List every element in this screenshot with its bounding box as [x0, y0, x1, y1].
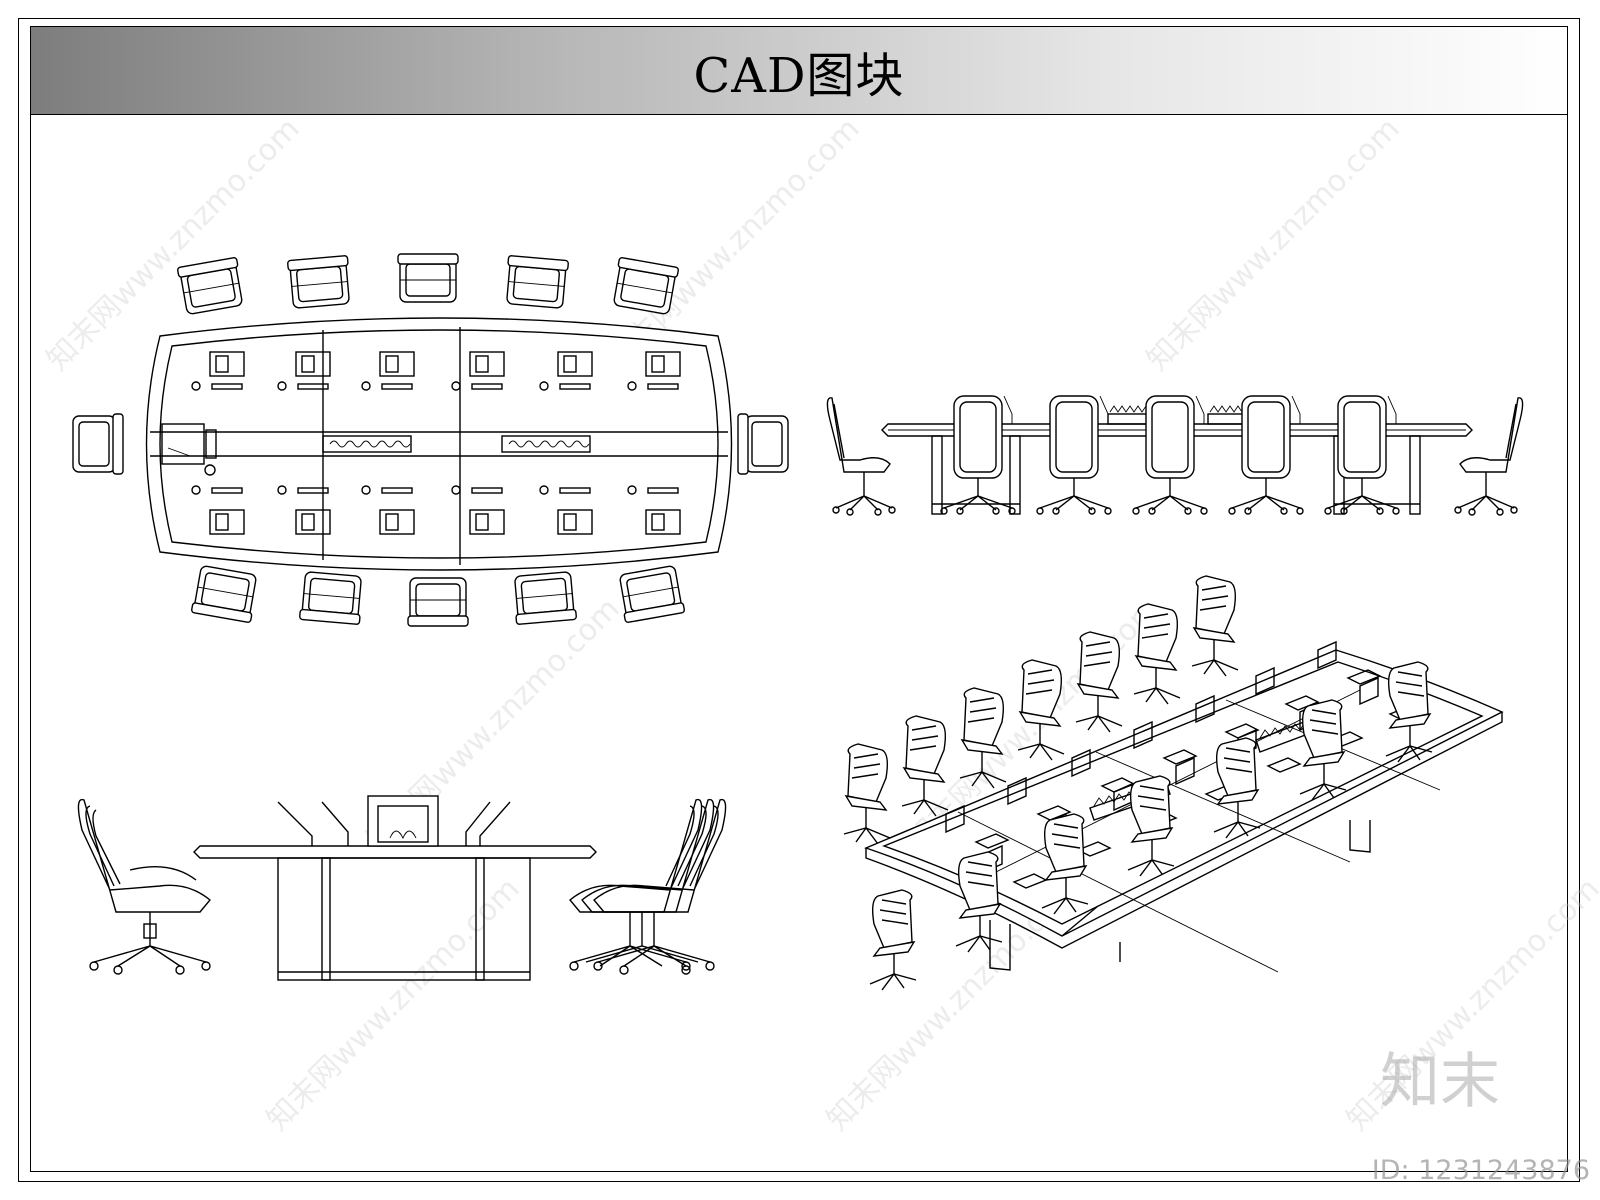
monitor-icon: [451, 485, 505, 535]
office-chair-icon: [299, 571, 362, 625]
office-chair-icon: [77, 798, 211, 975]
monitor-icon: [945, 804, 1010, 849]
monitor-icon: [1317, 640, 1382, 685]
office-chair-icon: [514, 571, 577, 625]
office-chair-icon: [1041, 813, 1089, 915]
monitor-icon: [1007, 776, 1072, 821]
office-chair-icon: [1017, 659, 1065, 761]
office-chair-icon: [1385, 661, 1433, 763]
watermark-id: ID: 1231243876: [1371, 1155, 1590, 1186]
plan-chairs-top: [177, 253, 679, 315]
office-chair-icon: [1213, 737, 1261, 839]
office-chair-icon: [581, 798, 715, 963]
monitor-icon: [539, 485, 593, 535]
office-chair-icon: [506, 255, 569, 309]
office-chair-icon: [1036, 395, 1112, 515]
page-title: CAD图块: [693, 47, 905, 104]
monitor-icon: [451, 351, 505, 391]
office-chair-icon: [287, 255, 350, 309]
monitor-icon: [627, 485, 681, 535]
office-chair-icon: [1324, 395, 1400, 515]
monitor-icon: [191, 351, 245, 391]
office-chair-icon: [1454, 397, 1524, 516]
office-chair-icon: [191, 565, 257, 623]
office-chair-icon: [613, 257, 679, 315]
office-chair-icon: [177, 257, 243, 315]
office-chair-icon: [593, 798, 727, 975]
office-chair-icon: [1075, 631, 1123, 733]
plan-workstations: [191, 351, 681, 535]
iso-chairs-front: [869, 661, 1433, 991]
monitor-icon: [627, 351, 681, 391]
monitor-icon: [277, 485, 331, 535]
isometric-view: [843, 575, 1504, 991]
office-chair-icon: [1228, 395, 1304, 515]
office-chair-icon: [619, 565, 685, 623]
monitor-icon: [1195, 694, 1260, 739]
iso-desk-items: [945, 640, 1424, 889]
monitor-icon: [1255, 666, 1320, 711]
office-chair-icon: [955, 851, 1003, 953]
front-chairs: [940, 395, 1400, 515]
office-chair-icon: [1299, 699, 1347, 801]
drawing-frame-outer: [18, 18, 1580, 1182]
office-chair-icon: [869, 889, 917, 991]
monitor-icon: [1133, 720, 1198, 765]
iso-chairs-back: [843, 575, 1239, 845]
office-chair-icon: [901, 715, 949, 817]
monitor-icon: [277, 351, 331, 391]
office-chair-icon: [407, 577, 469, 627]
monitor-icon: [361, 351, 415, 391]
drawing-frame-inner: [30, 26, 1568, 1172]
office-chair-icon: [72, 413, 124, 475]
office-chair-icon: [569, 798, 703, 971]
plan-chairs-bottom: [191, 565, 685, 627]
monitor-icon: [191, 485, 245, 535]
office-chair-icon: [1132, 395, 1208, 515]
office-chair-icon: [1127, 775, 1175, 877]
office-chair-icon: [1133, 603, 1181, 705]
side-elevation-view: [77, 795, 727, 981]
plan-view: [72, 253, 789, 627]
monitor-icon: [539, 351, 593, 391]
office-chair-icon: [1191, 575, 1239, 677]
office-chair-icon: [397, 253, 459, 303]
office-chair-icon: [826, 397, 896, 516]
office-chair-icon: [959, 687, 1007, 789]
monitor-icon: [361, 485, 415, 535]
office-chair-icon: [737, 413, 789, 475]
title-bar: CAD图块: [31, 27, 1567, 115]
front-elevation-view: [826, 395, 1524, 516]
office-chair-icon: [843, 743, 891, 845]
watermark-logo: 知末: [1380, 1047, 1500, 1117]
office-chair-icon: [940, 395, 1016, 515]
